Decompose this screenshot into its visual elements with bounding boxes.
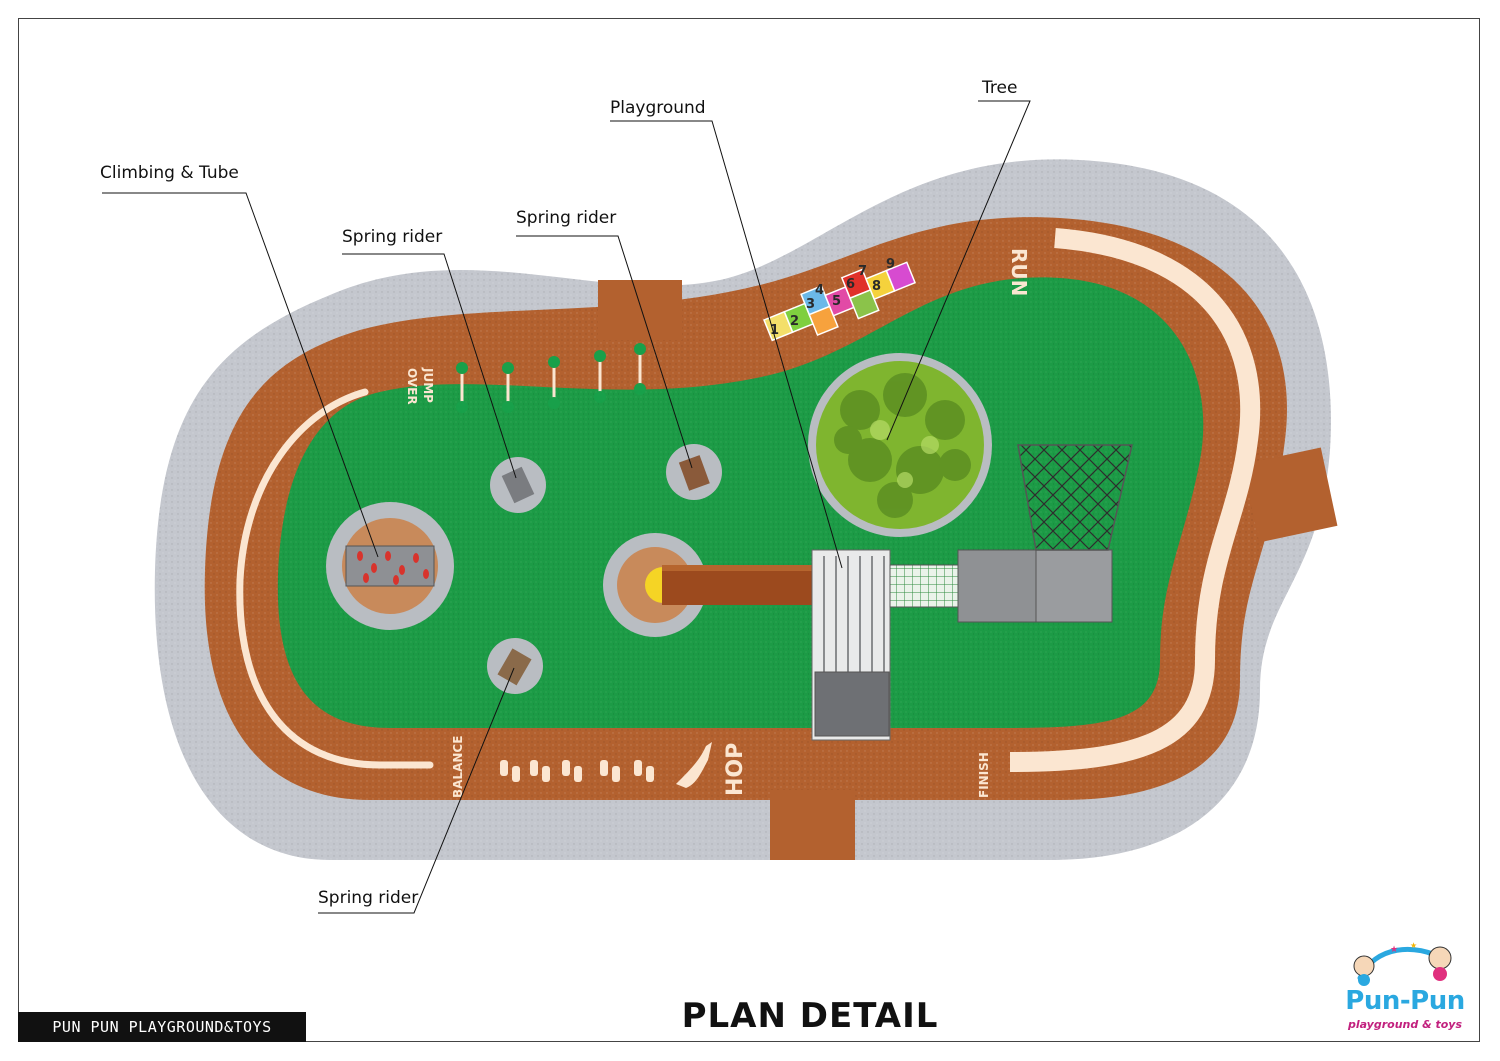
lane-line [236,388,434,769]
hopscotch-number: 1 [770,323,779,338]
logo-tagline: playground & toys [1347,1018,1463,1031]
hopscotch-number: 5 [832,294,841,309]
hopscotch-number: 9 [886,257,895,272]
hopscotch [763,261,917,342]
track-label-over: OVER [405,368,419,405]
climbing-holds [357,551,429,585]
spring-rider-1 [501,466,535,504]
svg-text:★: ★ [1390,945,1398,955]
spring-rider-3 [497,648,532,686]
platform-right-1 [957,549,1037,623]
entrance-top [598,280,682,340]
platform-right-2 [1035,549,1113,623]
callout-spring-rider-bottom: Spring rider [318,888,419,908]
hopscotch-number: 3 [806,297,815,312]
callout-spring-rider-left: Spring rider [342,227,443,247]
entrance-right [1242,447,1338,543]
pun-pun-logo: ★ ★ Pun-Pun playground & toys [1340,938,1470,1038]
company-name-bar: PUN PUN PLAYGROUND&TOYS [18,1012,306,1042]
track-label-balance: BALANCE [451,736,465,798]
platform-bottom [814,671,890,737]
track-label-run: RUN [1007,248,1031,296]
plan-title: PLAN DETAIL [681,996,939,1036]
hopscotch-number: 6 [846,277,855,292]
logo-name: Pun-Pun [1345,986,1465,1016]
balance-footprints [500,760,654,782]
spring-rider-2 [678,455,710,491]
kangaroo-icon [676,742,712,788]
hopscotch-number: 7 [858,264,867,279]
hopscotch-number: 8 [872,279,881,294]
slide [662,565,812,605]
net-bridge [889,564,961,608]
tree-foliage [834,373,971,518]
callout-tree: Tree [982,78,1018,98]
jump-over-hurdles [460,350,642,405]
svg-text:★: ★ [1410,941,1417,950]
callout-climbing-tube: Climbing & Tube [100,163,239,183]
callout-playground: Playground [610,98,706,118]
track-label-finish: FINISH [977,752,991,798]
track-label-hop: HOP [723,743,748,796]
climbing-net [1017,444,1133,551]
lane-line-right [1009,228,1261,772]
track-label-jump: JUMP [421,367,435,403]
hopscotch-numbers: 1 2 3 4 5 6 7 8 9 [770,257,895,338]
callout-spring-rider-mid: Spring rider [516,208,617,228]
ladder-rungs [823,556,885,672]
hopscotch-number: 4 [815,283,824,298]
entrance-bottom [770,790,855,860]
hopscotch-number: 2 [790,314,799,329]
slide-end [645,567,663,603]
logo-mascot-icon: ★ ★ [1353,941,1452,986]
leader-lines [102,100,1031,914]
